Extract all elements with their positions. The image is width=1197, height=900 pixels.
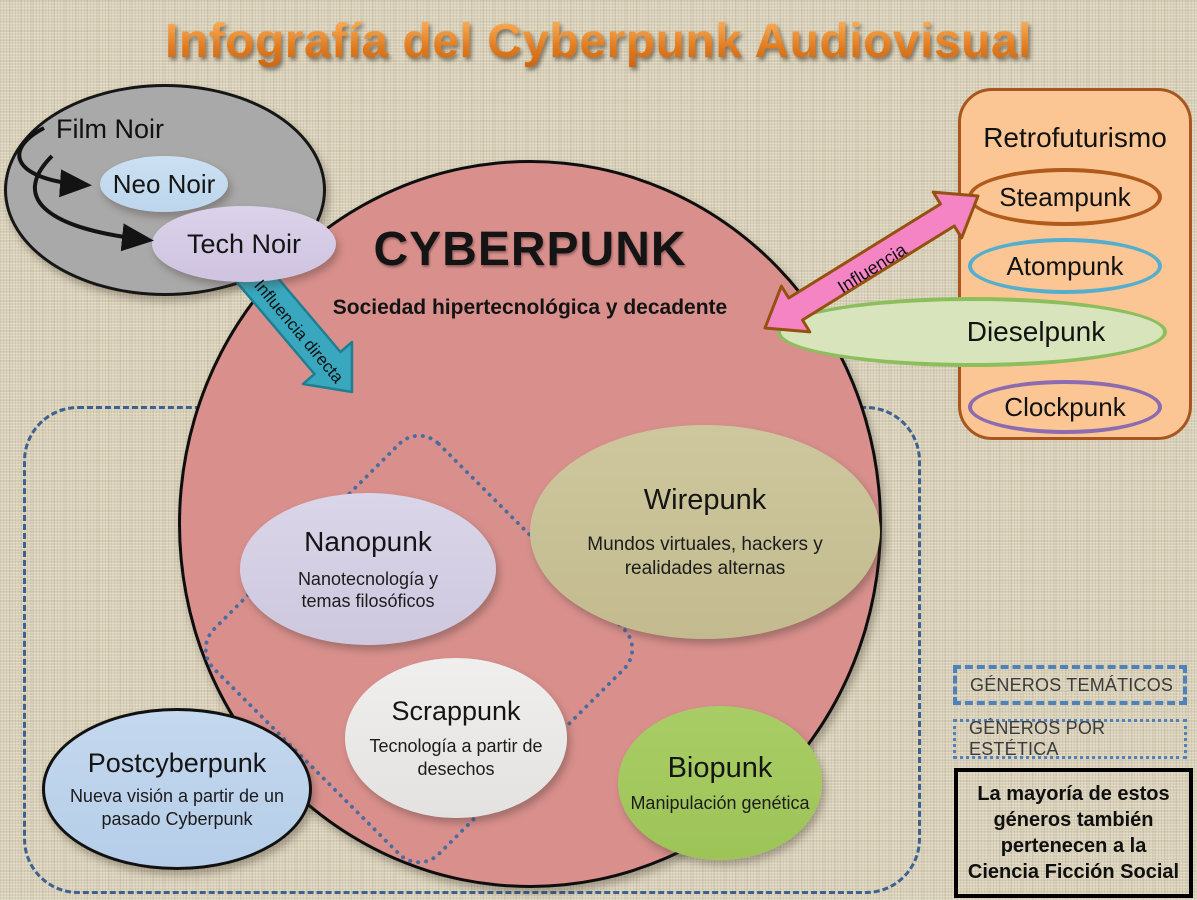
postcyberpunk-ellipse: Postcyberpunk Nueva visión a partir de u… xyxy=(42,708,312,870)
social-science-fiction-note: La mayoría de estos géneros también pert… xyxy=(954,768,1193,898)
legend-aesthetic-genres: GÉNEROS POR ESTÉTICA xyxy=(953,718,1187,759)
dieselpunk-label: Dieselpunk xyxy=(966,316,1106,347)
dieselpunk-ellipse: Dieselpunk xyxy=(777,297,1167,367)
steampunk-label: Steampunk xyxy=(999,181,1131,212)
film-noir-label: Film Noir xyxy=(56,114,164,144)
clockpunk-ellipse: Clockpunk xyxy=(968,380,1162,434)
nanopunk-description: Nanotecnología y temas filosóficos xyxy=(297,568,439,612)
steampunk-ellipse: Steampunk xyxy=(968,168,1162,226)
cyberpunk-title: CYBERPUNK xyxy=(373,223,687,276)
nanopunk-label: Nanopunk xyxy=(304,525,432,557)
wirepunk-ellipse: Wirepunk Mundos virtuales, hackers y rea… xyxy=(530,425,880,639)
neo-noir-ellipse: Neo Noir xyxy=(100,156,228,212)
tech-noir-label: Tech Noir xyxy=(186,228,302,259)
biopunk-description: Manipulación genética xyxy=(630,793,810,813)
wirepunk-label: Wirepunk xyxy=(643,483,767,516)
atompunk-ellipse: Atompunk xyxy=(968,238,1162,294)
wirepunk-description: Mundos virtuales, hackers y realidades a… xyxy=(587,533,823,579)
atompunk-label: Atompunk xyxy=(1006,250,1124,281)
scrappunk-ellipse: Scrappunk Tecnología a partir de desecho… xyxy=(345,658,567,818)
cyberpunk-subtitle: Sociedad hipertecnológica y decadente xyxy=(332,296,728,319)
legend-aesthetic-label: GÉNEROS POR ESTÉTICA xyxy=(969,718,1106,759)
nanopunk-ellipse: Nanopunk Nanotecnología y temas filosófi… xyxy=(240,493,496,645)
legend-thematic-genres: GÉNEROS TEMÁTICOS xyxy=(953,665,1187,705)
biopunk-label: Biopunk xyxy=(667,752,773,784)
postcyberpunk-description: Nueva visión a partir de un pasado Cyber… xyxy=(69,786,285,829)
legend-thematic-label: GÉNEROS TEMÁTICOS xyxy=(970,674,1174,695)
scrappunk-label: Scrappunk xyxy=(391,696,521,726)
scrappunk-description: Tecnología a partir de desechos xyxy=(369,736,543,779)
neo-noir-label: Neo Noir xyxy=(112,168,216,199)
postcyberpunk-label: Postcyberpunk xyxy=(87,748,267,778)
retrofuturismo-title: Retrofuturismo xyxy=(983,122,1167,153)
biopunk-ellipse: Biopunk Manipulación genética xyxy=(618,706,822,860)
clockpunk-label: Clockpunk xyxy=(1004,391,1126,422)
page-title: Infografía del Cyberpunk Audiovisual xyxy=(0,14,1197,69)
note-text: La mayoría de estos géneros también pert… xyxy=(967,783,1180,883)
